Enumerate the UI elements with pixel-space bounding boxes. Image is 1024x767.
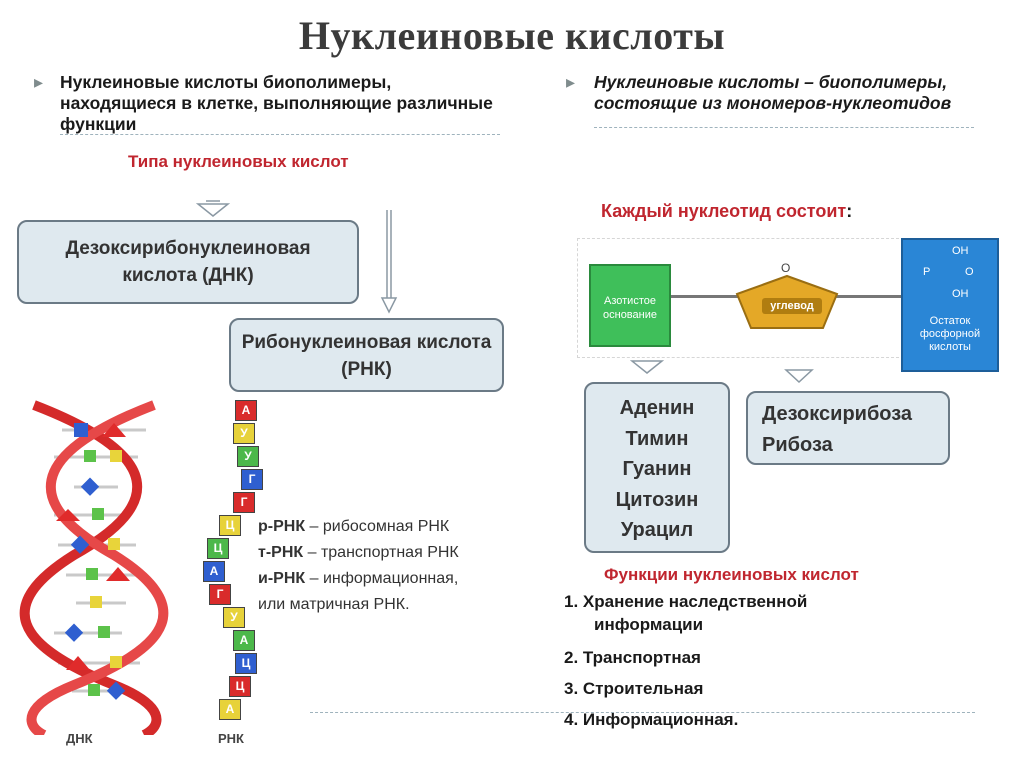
formula-oh: OH: [952, 245, 969, 257]
rna-segment: А: [219, 699, 241, 720]
function-item: информации: [594, 615, 704, 634]
functions-heading: Функции нуклеиновых кислот: [604, 565, 859, 584]
base-item: Тимин: [625, 427, 689, 450]
base-item: Аденин: [619, 397, 695, 419]
nucleotide-heading: Каждый нуклеотид состоит:: [601, 201, 853, 221]
function-item: 4. Информационная.: [564, 710, 739, 729]
function-item: 1. Хранение наследственной: [564, 592, 808, 611]
divider: [60, 134, 500, 135]
phosphate-label: Остаток фосфорной кислоты: [919, 315, 981, 353]
rna-segment: У: [233, 423, 255, 444]
rna-segment: Г: [209, 584, 231, 605]
rna-types-list: р-РНК – рибосомная РНК т-РНК – транспорт…: [258, 514, 459, 618]
down-arrow-icon: [380, 210, 398, 314]
sugar-item: Рибоза: [762, 434, 833, 456]
rna-segment: Ц: [207, 538, 229, 559]
page-title: Нуклеиновые кислоты: [298, 13, 726, 58]
base-item: Гуанин: [622, 458, 692, 480]
sugar-oxygen: O: [781, 261, 791, 275]
formula-oh: OH: [952, 288, 969, 300]
down-arrow-icon: [630, 360, 664, 374]
rna-segment: Ц: [235, 653, 257, 674]
rna-segment: А: [233, 630, 255, 651]
left-intro: Нуклеиновые кислоты биополимеры, находящ…: [60, 72, 493, 134]
function-item: 3. Строительная: [564, 679, 704, 698]
formula-o: O: [965, 266, 974, 278]
rna-segment: Ц: [219, 515, 241, 536]
rna-segment: А: [235, 400, 257, 421]
divider: [310, 712, 975, 713]
sugars-box: Дезоксирибоза Рибоза: [746, 391, 950, 465]
rna-segment: Г: [241, 469, 263, 490]
function-item: 2. Транспортная: [564, 648, 701, 667]
rna-segment: У: [237, 446, 259, 467]
rna-segment: А: [203, 561, 225, 582]
types-heading: Типа нуклеиновых кислот: [128, 152, 349, 171]
phosphate-block: [901, 238, 999, 372]
down-arrow-icon: [784, 369, 814, 384]
sugar-label: углевод: [762, 298, 822, 314]
dna-box: Дезоксирибонуклеиновая кислота (ДНК): [17, 220, 359, 304]
bases-box: Аденин Тимин Гуанин Цитозин Урацил: [584, 382, 730, 553]
bullet-icon: ▸: [34, 72, 44, 92]
rna-type-item: р-РНК – рибосомная РНК: [258, 518, 450, 535]
rna-segment: Ц: [229, 676, 251, 697]
sugar-item: Дезоксирибоза: [762, 403, 913, 425]
rna-type-item: и-РНК – информационная,: [258, 570, 459, 587]
rna-segment: У: [223, 607, 245, 628]
rna-caption: РНК: [218, 731, 244, 746]
nitrogen-base-block: Азотистое основание: [589, 264, 671, 347]
formula-p: P: [923, 266, 931, 278]
divider: [594, 127, 974, 128]
down-arrow-icon: [196, 200, 230, 217]
rna-box: Рибонуклеиновая кислота (РНК): [229, 318, 504, 392]
right-intro: Нуклеиновые кислоты – биополимеры, состо…: [594, 72, 952, 113]
base-item: Цитозин: [615, 488, 699, 511]
dna-caption: ДНК: [66, 731, 93, 746]
dna-helix-image: [19, 400, 169, 735]
bullet-icon: ▸: [566, 72, 576, 92]
rna-segment: Г: [233, 492, 255, 513]
rna-type-item: т-РНК – транспортная РНК: [258, 544, 459, 561]
functions-list: 1. Хранение наследственной информации 2.…: [564, 590, 807, 735]
base-item: Урацил: [620, 519, 694, 541]
rna-type-item: или матричная РНК.: [258, 596, 410, 613]
